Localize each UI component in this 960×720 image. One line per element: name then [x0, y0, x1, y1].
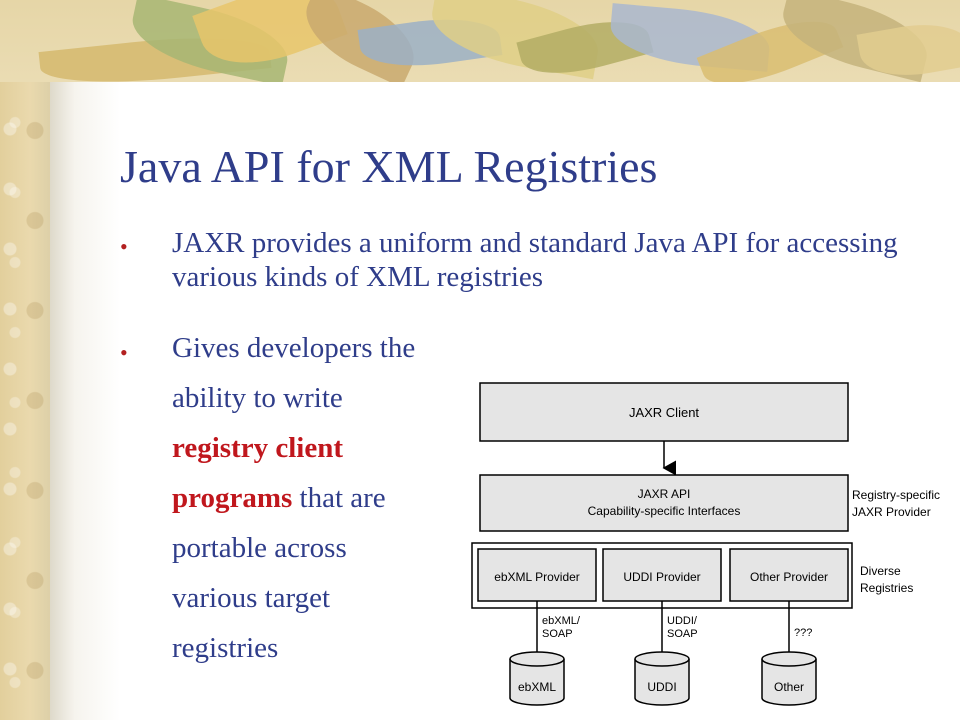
registries-label: Registries — [860, 581, 913, 595]
bullet-line: various target — [172, 582, 331, 614]
ebxml-registry-cylinder: ebXML — [509, 651, 565, 706]
emphasis-registry-client: registry client — [172, 432, 343, 464]
left-decorative-strip — [0, 0, 50, 720]
slide-title: Java API for XML Registries — [120, 141, 658, 192]
uddi-protocol-label: UDDI/ — [667, 615, 698, 627]
bullet-jaxr-uniform-api: JAXR provides a uniform and standard Jav… — [172, 227, 898, 294]
uddi-protocol-label: SOAP — [667, 628, 698, 640]
uddi-registry-cylinder: UDDI — [634, 651, 690, 706]
uddi-provider-label: UDDI Provider — [623, 570, 700, 584]
other-protocol-label: ??? — [794, 627, 812, 639]
ebxml-protocol-label: ebXML/ — [542, 615, 581, 627]
ebxml-provider-box — [477, 548, 597, 602]
bullet-marker: • — [120, 234, 128, 259]
bullet-marker: • — [120, 340, 128, 365]
jaxr-api-box — [479, 474, 849, 532]
bullet-line-fragment: that are — [292, 482, 386, 514]
bullet-line: ability to write — [172, 382, 343, 414]
ebxml-registry-label: ebXML — [518, 680, 556, 694]
ebxml-provider-label: ebXML Provider — [494, 570, 580, 584]
jaxr-provider-label: JAXR Provider — [852, 505, 931, 519]
other-provider-box — [729, 548, 849, 602]
other-provider-label: Other Provider — [750, 570, 828, 584]
bullet-line: Gives developers the — [172, 332, 416, 364]
uddi-provider-box — [602, 548, 722, 602]
jaxr-api-sublabel: Capability-specific Interfaces — [588, 504, 741, 518]
other-registry-label: Other — [774, 680, 804, 694]
bullet-line: portable across — [172, 532, 347, 564]
other-registry-cylinder: Other — [761, 651, 817, 706]
ebxml-protocol-label: SOAP — [542, 628, 573, 640]
diverse-label: Diverse — [860, 564, 901, 578]
top-banner — [0, 0, 960, 82]
jaxr-client-label: JAXR Client — [629, 405, 699, 420]
jaxr-api-label: JAXR API — [638, 487, 691, 501]
emphasis-programs: programs — [172, 482, 293, 514]
jaxr-client-box — [479, 382, 849, 442]
bullet-line-programs: programs that are — [172, 482, 386, 515]
registry-specific-label: Registry-specific — [852, 488, 940, 502]
uddi-registry-label: UDDI — [647, 680, 676, 694]
bullet-line: registries — [172, 632, 279, 664]
